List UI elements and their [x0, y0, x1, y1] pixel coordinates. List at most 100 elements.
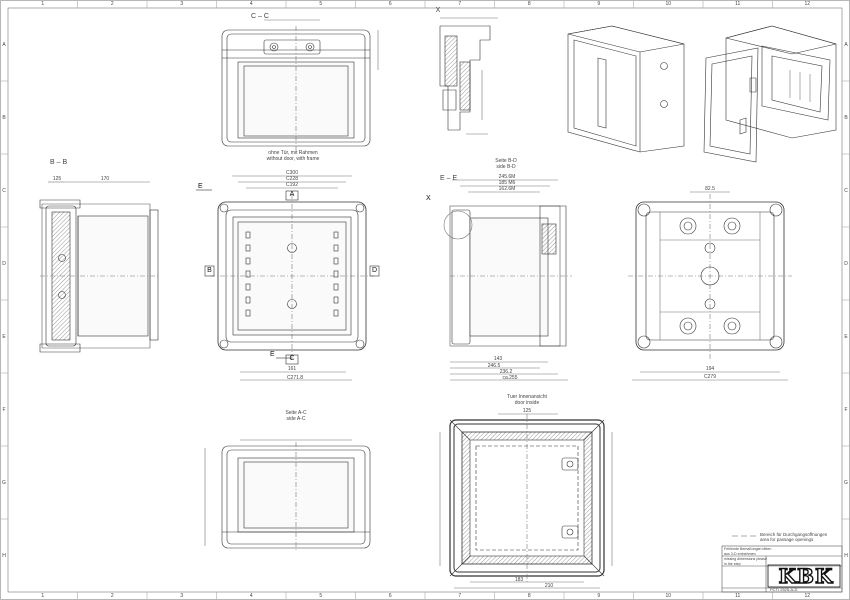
- mounting-slot: [245, 257, 251, 265]
- mounting-slot: [245, 231, 251, 239]
- view-title-section-cc: C – C: [251, 13, 269, 20]
- dim-plan-bottom-2: C279: [704, 374, 716, 380]
- dim-side-bottom-1: 143: [493, 356, 503, 362]
- mounting-slot: [333, 244, 339, 252]
- view-section-cc: [221, 19, 379, 150]
- dim-plan-top: 82.5: [705, 186, 715, 192]
- sheet-column-number-top: 11: [735, 1, 741, 7]
- title-drawing-number: PCTI 2525-A-D: [770, 587, 798, 592]
- view-isometric-closed: [567, 25, 685, 153]
- dim-side-top-2: 185 M6: [498, 180, 516, 186]
- marker-c: C: [289, 355, 295, 362]
- view-detail-x: [439, 17, 498, 135]
- dim-side-bottom-4: ca.255: [502, 375, 518, 381]
- title-note-en: missing dimensions please in the step: [724, 557, 767, 566]
- marker-d: D: [371, 267, 378, 274]
- dim-side-top-1: 245.6M: [498, 174, 516, 180]
- sheet-row-letter-right: D: [844, 260, 848, 267]
- dim-front-top-1: C300: [286, 170, 298, 176]
- view-front-frame: [196, 175, 380, 381]
- sheet-row-letter-left: G: [2, 479, 6, 486]
- mounting-slot: [333, 231, 339, 239]
- dim-bb-top-2: 125: [52, 176, 62, 182]
- view-isometric-open: [703, 25, 837, 163]
- sheet-row-letter-left: D: [2, 260, 6, 267]
- sheet-column-number-top: 4: [249, 1, 253, 7]
- sheet-column-number-bottom: 8: [527, 593, 531, 599]
- sheet-column-number-top: 9: [597, 1, 601, 7]
- view-bottom-plan: [628, 191, 792, 381]
- view-door-inside: [439, 413, 613, 589]
- view-title-door-inside: Tuer Innenansicht door inside: [507, 394, 547, 406]
- sheet-row-letter-left: H: [2, 552, 6, 559]
- sheet-column-number-top: 8: [527, 1, 531, 7]
- dim-side-bottom-2: 246.5: [487, 363, 501, 369]
- mounting-slot: [333, 309, 339, 317]
- sheet-column-number-top: 10: [665, 1, 672, 7]
- dim-front-bottom-2: C271.8: [286, 375, 304, 381]
- view-title-side-bd: Seite B-D side B-D: [495, 158, 517, 170]
- dim-front-top-3: C192: [286, 182, 298, 188]
- view-title-side-ac: Seite A-C side A-C: [285, 410, 307, 422]
- marker-a: A: [289, 191, 295, 198]
- sheet-row-letter-left: B: [2, 114, 6, 121]
- marker-b: B: [207, 267, 212, 274]
- dim-door-bottom-1: 183: [514, 577, 524, 583]
- sheet-row-letter-left: F: [2, 406, 6, 413]
- sheet-column-number-bottom: 5: [319, 593, 323, 599]
- legend-text: Bereich für Durchgangsöffnungen area for…: [760, 532, 828, 542]
- sheet-column-number-top: 6: [388, 1, 392, 7]
- mounting-slot: [245, 309, 251, 317]
- dim-side-bottom-3: 236.2: [499, 369, 513, 375]
- marker-e-bottom: E: [270, 351, 275, 358]
- mounting-slot: [245, 283, 251, 291]
- view-title-section-ee: E – E: [440, 175, 458, 182]
- sheet-column-number-top: 1: [41, 1, 45, 7]
- sheet-column-number-bottom: 10: [665, 593, 672, 599]
- sheet-row-letter-right: F: [844, 406, 848, 413]
- marker-x: X: [426, 195, 431, 202]
- sheet-row-letter-right: E: [844, 333, 848, 340]
- sheet-column-number-top: 7: [458, 1, 462, 7]
- dim-front-bottom-1: 161: [287, 366, 297, 372]
- kbk-logo: KBK: [778, 563, 834, 588]
- view-title-front-frame: ohne Tür, mit Rahmen without door, with …: [266, 150, 320, 162]
- sheet-column-number-bottom: 4: [249, 593, 253, 599]
- mounting-slot: [333, 257, 339, 265]
- sheet-column-number-bottom: 11: [735, 593, 741, 599]
- sheet-row-letter-left: A: [2, 41, 6, 48]
- view-side-ac: [204, 439, 371, 552]
- sheet-row-letter-right: C: [844, 187, 848, 194]
- sheet-row-letter-right: B: [844, 114, 848, 121]
- sheet-row-letter-right: H: [844, 552, 848, 559]
- sheet-column-number-bottom: 12: [804, 593, 811, 599]
- view-section-bb: [39, 181, 160, 353]
- mounting-slot: [245, 270, 251, 278]
- sheet-column-number-bottom: 1: [41, 593, 45, 599]
- dim-door-bottom-2: 210: [544, 583, 554, 589]
- view-title-detail-x: X: [435, 7, 441, 14]
- sheet-column-number-bottom: 6: [388, 593, 392, 599]
- dim-side-top-3: 162.6M: [498, 186, 516, 192]
- dim-bb-top-1: 170: [100, 176, 110, 182]
- title-block: [721, 545, 843, 593]
- sheet-row-letter-right: G: [844, 479, 848, 486]
- view-title-section-bb: B – B: [50, 159, 68, 166]
- mounting-slot: [333, 283, 339, 291]
- dim-plan-bottom-1: 194: [705, 366, 715, 372]
- view-side-bd: [443, 179, 572, 381]
- sheet-column-number-bottom: 9: [597, 593, 601, 599]
- sheet-row-letter-left: E: [2, 333, 6, 340]
- mounting-slot: [333, 296, 339, 304]
- sheet-column-number-top: 2: [110, 1, 114, 7]
- sheet-column-number-top: 3: [180, 1, 184, 7]
- sheet-column-number-bottom: 2: [110, 593, 114, 599]
- sheet-column-number-bottom: 7: [458, 593, 462, 599]
- dim-front-top-2: C228: [286, 176, 298, 182]
- mounting-slot: [245, 244, 251, 252]
- sheet-row-letter-right: A: [844, 41, 848, 48]
- sheet-row-letter-left: C: [2, 187, 6, 194]
- sheet-column-number-bottom: 3: [180, 593, 184, 599]
